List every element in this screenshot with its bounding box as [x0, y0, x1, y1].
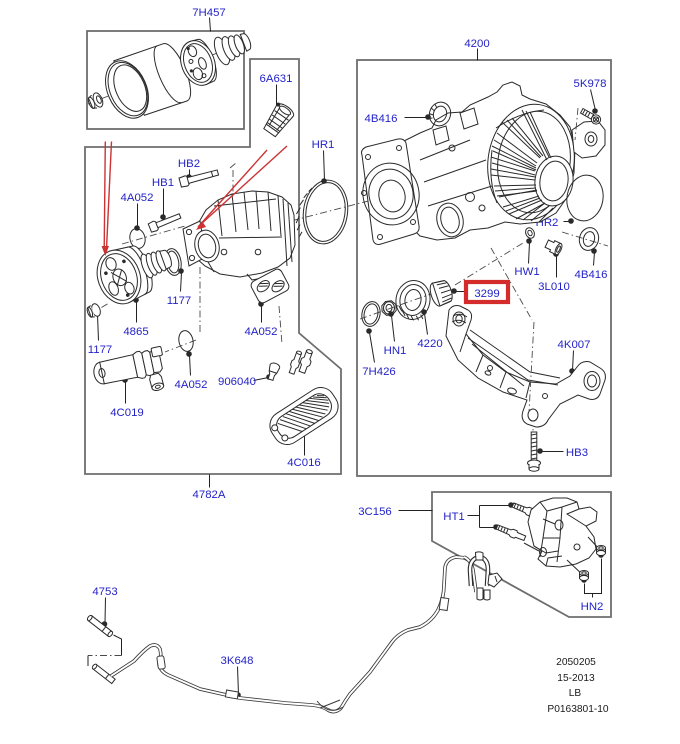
svg-text:15-2013: 15-2013 [557, 673, 595, 684]
svg-text:HN2: HN2 [581, 601, 604, 613]
svg-text:4A052: 4A052 [121, 192, 154, 204]
svg-text:HB2: HB2 [178, 158, 200, 170]
svg-text:1177: 1177 [88, 344, 113, 356]
svg-text:4C019: 4C019 [110, 407, 144, 419]
svg-text:4A052: 4A052 [245, 326, 278, 338]
svg-text:3L010: 3L010 [538, 281, 570, 293]
svg-text:HN1: HN1 [384, 345, 407, 357]
svg-text:1177: 1177 [167, 295, 192, 307]
svg-text:7H426: 7H426 [362, 366, 396, 378]
svg-text:3K648: 3K648 [221, 655, 254, 667]
svg-text:4B416: 4B416 [365, 113, 398, 125]
svg-text:4B416: 4B416 [575, 269, 608, 281]
svg-text:3299: 3299 [474, 288, 499, 300]
svg-text:P0163801-10: P0163801-10 [547, 704, 609, 715]
svg-text:HB3: HB3 [566, 447, 588, 459]
svg-text:2050205: 2050205 [556, 657, 596, 668]
svg-text:HW1: HW1 [514, 266, 539, 278]
svg-text:4C016: 4C016 [287, 457, 321, 469]
svg-text:HB1: HB1 [152, 177, 174, 189]
svg-text:4200: 4200 [464, 38, 489, 50]
svg-text:HR1: HR1 [312, 139, 335, 151]
svg-text:6A631: 6A631 [260, 73, 293, 85]
svg-text:7H457: 7H457 [192, 7, 226, 19]
svg-text:4865: 4865 [123, 326, 148, 338]
svg-text:HT1: HT1 [443, 511, 465, 523]
svg-text:5K978: 5K978 [574, 78, 607, 90]
svg-text:4K007: 4K007 [558, 339, 591, 351]
svg-text:4753: 4753 [92, 586, 117, 598]
svg-text:3C156: 3C156 [358, 506, 392, 518]
svg-text:4A052: 4A052 [175, 379, 208, 391]
svg-text:4220: 4220 [417, 338, 442, 350]
svg-text:LB: LB [569, 688, 582, 699]
svg-text:906040: 906040 [218, 376, 256, 388]
svg-text:4782A: 4782A [193, 489, 226, 501]
